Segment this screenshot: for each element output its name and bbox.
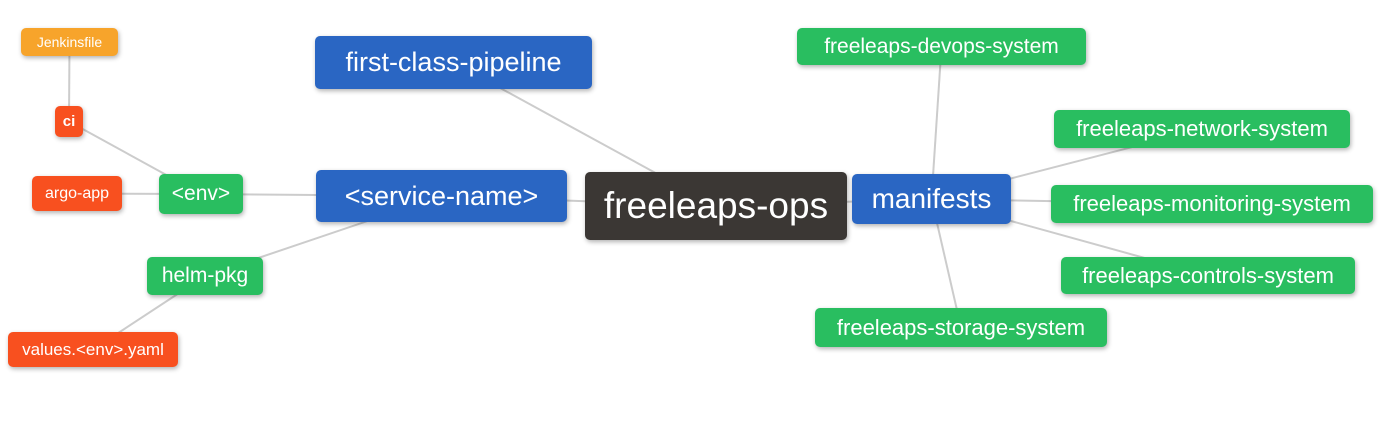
node-ci[interactable]: ci xyxy=(55,106,83,137)
node-label: ci xyxy=(62,113,76,130)
node-label: helm-pkg xyxy=(161,264,249,287)
node-env[interactable]: <env> xyxy=(159,174,243,214)
node-first-class-pipeline[interactable]: first-class-pipeline xyxy=(315,36,592,89)
node-label: values.<env>.yaml xyxy=(22,339,164,359)
node-label: freeleaps-controls-system xyxy=(1082,262,1334,288)
node-label: <service-name> xyxy=(344,180,539,211)
node-freeleaps-ops[interactable]: freeleaps-ops xyxy=(585,172,847,240)
node-freeleaps-controls-system[interactable]: freeleaps-controls-system xyxy=(1061,257,1355,294)
node-freeleaps-network-system[interactable]: freeleaps-network-system xyxy=(1054,110,1350,148)
node-label: first-class-pipeline xyxy=(345,47,562,77)
node-helm-pkg[interactable]: helm-pkg xyxy=(147,257,263,295)
node-manifests[interactable]: manifests xyxy=(852,174,1011,224)
node-label: freeleaps-storage-system xyxy=(836,314,1086,340)
node-label: Jenkinsfile xyxy=(36,34,103,50)
node-freeleaps-monitoring-system[interactable]: freeleaps-monitoring-system xyxy=(1051,185,1373,223)
node-label: freeleaps-network-system xyxy=(1076,116,1328,141)
node-service-name[interactable]: <service-name> xyxy=(316,170,567,222)
node-freeleaps-storage-system[interactable]: freeleaps-storage-system xyxy=(815,308,1107,347)
node-argo-app[interactable]: argo-app xyxy=(32,176,122,211)
node-values-env-yaml[interactable]: values.<env>.yaml xyxy=(8,332,178,367)
node-label: freeleaps-devops-system xyxy=(824,34,1059,58)
node-label: manifests xyxy=(871,183,992,214)
node-label: freeleaps-ops xyxy=(603,185,829,226)
node-freeleaps-devops-system[interactable]: freeleaps-devops-system xyxy=(797,28,1086,65)
node-label: freeleaps-monitoring-system xyxy=(1073,191,1351,216)
node-jenkinsfile[interactable]: Jenkinsfile xyxy=(21,28,118,56)
node-label: argo-app xyxy=(44,184,110,202)
node-label: <env> xyxy=(171,182,231,205)
edge-manifests--freeleaps-devops-system xyxy=(930,46,943,200)
